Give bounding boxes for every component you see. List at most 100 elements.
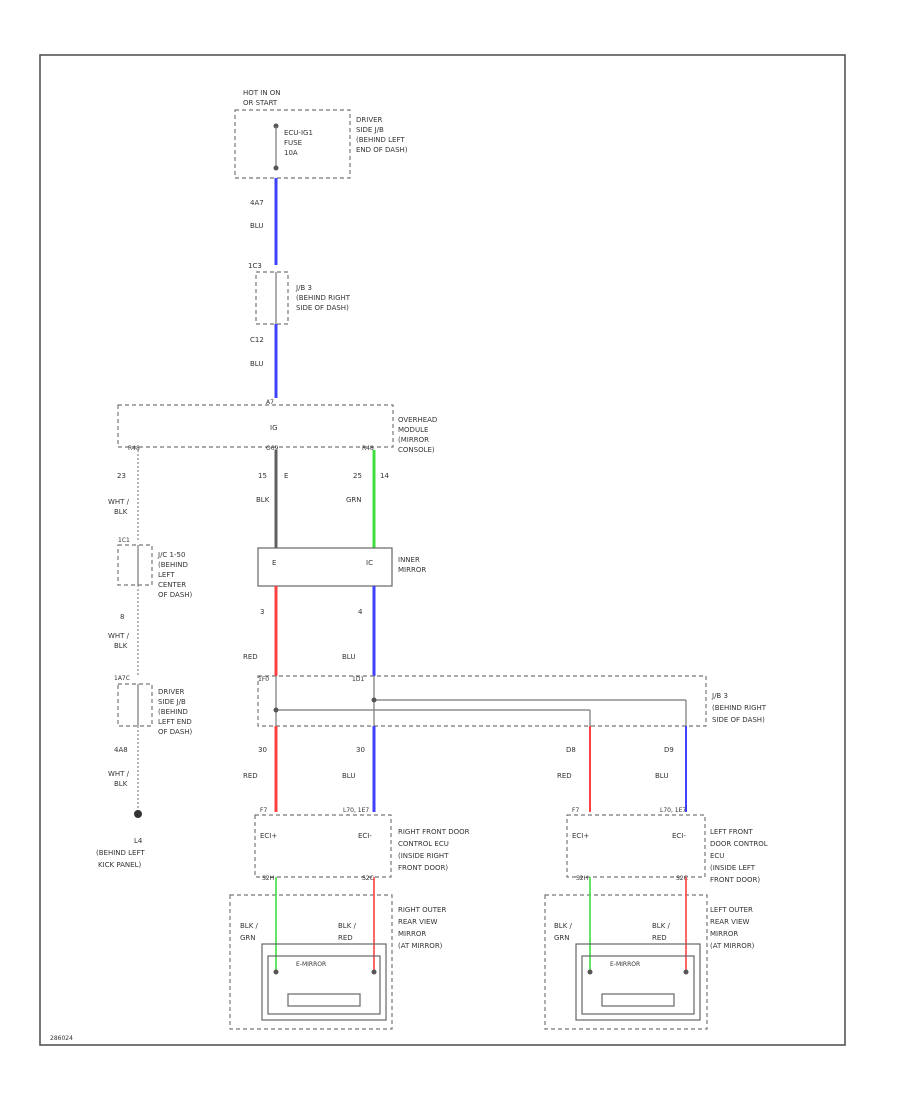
dsjb-label-2: SIDE J/B (158, 698, 186, 706)
right-ecu-label-4: FRONT DOOR) (398, 864, 448, 872)
left-door-blu-pin: D9 (664, 746, 674, 754)
mirror-out-red-pin: 3 (260, 608, 264, 616)
ground-w2-pin: 8 (120, 613, 124, 621)
overhead-label-3: (MIRROR (398, 436, 429, 444)
inner-mirror-pin-e: E (272, 559, 276, 567)
left-ecu-label-5: FRONT DOOR) (710, 876, 760, 884)
right-ecu-bottom-right: S2C (362, 875, 374, 882)
right-mirror-inner-body (267, 955, 381, 1015)
mid-grn-pin-1: 25 (353, 472, 362, 480)
right-front-door-ecu: F7 L70, 1E7 ECI+ ECI- S2H S2C RIGHT FRON… (254, 807, 470, 882)
jc-label-2: (BEHIND (158, 561, 188, 569)
ground-w3-pin: 4A8 (114, 746, 128, 754)
overhead-top-pin: A7 (266, 399, 274, 406)
mid-grn-pin-2: 14 (380, 472, 389, 480)
right-ecu-label-1: RIGHT FRONT DOOR (398, 828, 470, 836)
mid-grn-color: GRN (346, 496, 362, 504)
jb3-splice-red (273, 707, 279, 713)
ground-w2-color-1: WHT / (108, 632, 130, 640)
left-door-red-color: RED (557, 772, 572, 780)
overhead-label-1: OVERHEAD (398, 416, 437, 424)
right-ecu-pin-right: ECI- (358, 832, 372, 840)
driver-jb-label-4: END OF DASH) (356, 146, 408, 154)
left-door-red-pin: D8 (566, 746, 576, 754)
right-ecu-bottom-left: S2H (262, 875, 274, 882)
right-mirror-term-right (371, 969, 377, 975)
wire1-pin: 4A7 (250, 199, 264, 207)
jb3-upper-label-3: SIDE OF DASH) (296, 304, 349, 312)
jc-conn: 1C1 (118, 537, 130, 544)
left-mirror-heater-element (601, 993, 675, 1007)
right-mirror-inner-label: E-MIRROR (296, 961, 326, 968)
left-mirror-inner-label: E-MIRROR (610, 961, 640, 968)
jb3-upper-outline (255, 271, 289, 325)
wire1-color: BLU (250, 222, 263, 230)
driver-jb-label-3: (BEHIND LEFT (356, 136, 405, 144)
ground-label-2: (BEHIND LEFT (96, 849, 145, 857)
left-ecu-bottom-left: S2H (576, 875, 588, 882)
right-mirror-label-2: REAR VIEW (398, 918, 437, 926)
left-ecu-label-2: DOOR CONTROL (710, 840, 768, 848)
inner-mirror-outline (257, 547, 393, 587)
right-mirror-wire-right-2: RED (338, 934, 353, 942)
jb3-lower-label-3: SIDE OF DASH) (712, 716, 765, 724)
dsjb-label-5: OF DASH) (158, 728, 193, 736)
jb3-splice-blu (371, 697, 377, 703)
right-mirror-label-1: RIGHT OUTER (398, 906, 446, 914)
overhead-ig-pin: IG (270, 424, 278, 432)
left-mirror-label-1: LEFT OUTER (710, 906, 753, 914)
overhead-label-2: MODULE (398, 426, 428, 434)
jc-label-3: LEFT (158, 571, 175, 579)
left-ecu-label-3: ECU (710, 852, 724, 860)
right-door-red-color: RED (243, 772, 258, 780)
ground-w1-color-2: BLK (114, 508, 128, 516)
driver-jb-label-2: SIDE J/B (356, 126, 384, 134)
left-mirror-term-right (683, 969, 689, 975)
left-mirror-body (575, 943, 701, 1021)
mid-blk-color: BLK (256, 496, 270, 504)
right-outer-mirror: BLK / GRN BLK / RED E-MIRROR RIGHT OUTER… (229, 877, 446, 1030)
right-ecu-conn-left: F7 (260, 807, 267, 814)
left-mirror-label-4: (AT MIRROR) (710, 942, 755, 950)
jc-label-5: OF DASH) (158, 591, 193, 599)
right-ecu-outline (254, 814, 392, 878)
mid-blk-pin-1: 15 (258, 472, 267, 480)
right-mirror-body (261, 943, 387, 1021)
ground-w1-color-1: WHT / (108, 498, 130, 506)
left-outer-mirror: BLK / GRN BLK / RED E-MIRROR LEFT OUTER … (544, 877, 755, 1030)
left-ecu-outline (566, 814, 706, 878)
jb3-lower: 1F0 1D1 J/B 3 (BEHIND RIGHT SIDE OF DASH… (257, 675, 767, 727)
left-front-door-ecu: F7 L70, 1E7 ECI+ ECI- S2H S2C LEFT FRONT… (566, 807, 768, 884)
jc-label-1: J/C 1-50 (157, 551, 185, 559)
jb3-upper-label-2: (BEHIND RIGHT (296, 294, 351, 302)
left-ecu-label-1: LEFT FRONT (710, 828, 753, 836)
wire2-color: BLU (250, 360, 263, 368)
mirror-out-blu-pin: 4 (358, 608, 363, 616)
fuse-type: FUSE (284, 139, 302, 147)
jb3-lower-conn-right: 1D1 (352, 676, 364, 683)
right-mirror-label-4: (AT MIRROR) (398, 942, 443, 950)
jb3-upper-pin: 1C3 (248, 262, 262, 270)
left-ecu-conn-left: F7 (572, 807, 579, 814)
driver-jb-label-1: DRIVER (356, 116, 383, 124)
ground-w2-color-2: BLK (114, 642, 128, 650)
fuse-terminal-bottom (273, 165, 279, 171)
overhead-module-outline (117, 404, 394, 448)
jb3-lower-label-2: (BEHIND RIGHT (712, 704, 767, 712)
left-mirror-wire-left-2: GRN (554, 934, 570, 942)
overhead-label-4: CONSOLE) (398, 446, 435, 454)
dsjb-conn: 1A7C (114, 675, 130, 682)
right-mirror-heater-element (287, 993, 361, 1007)
left-mirror-wire-right-1: BLK / (652, 922, 671, 930)
overhead-module: A7 IG R48 O69 R48 OVERHEAD MODULE (MIRRO… (117, 399, 437, 454)
jb3-lower-outline (257, 675, 707, 727)
jb3-lower-conn-left: 1F0 (258, 676, 269, 683)
mirror-out-red-color: RED (243, 653, 258, 661)
ground-w1-pin: 23 (117, 472, 126, 480)
dsjb-label-1: DRIVER (158, 688, 185, 696)
left-mirror-term-left (587, 969, 593, 975)
overhead-conn-left: R48 (128, 445, 140, 452)
dsjb-outline (117, 683, 153, 727)
mirror-out-blu-color: BLU (342, 653, 355, 661)
mid-blk-pin-2: E (284, 472, 288, 480)
